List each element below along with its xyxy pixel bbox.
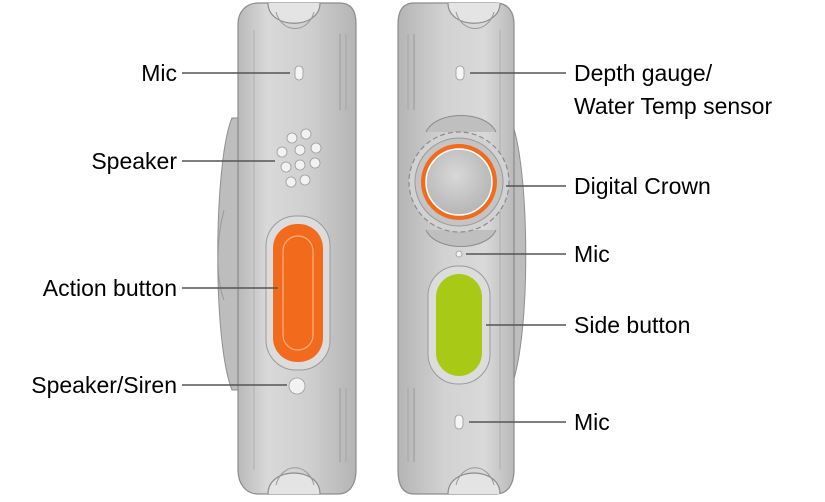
- label-speaker: Speaker: [91, 148, 177, 174]
- right-mic-lower-hole: [454, 414, 464, 430]
- label-mic-left: Mic: [141, 60, 177, 86]
- speaker-grille: [276, 128, 322, 188]
- label-mic-upper: Mic: [574, 241, 610, 267]
- label-mic-lower: Mic: [574, 409, 610, 435]
- siren-hole: [288, 377, 306, 395]
- depth-sensor-hole: [455, 65, 465, 81]
- right-mic-upper-hole: [455, 250, 463, 258]
- action-button: [265, 215, 331, 371]
- label-side-button: Side button: [574, 312, 691, 338]
- left-watch-side: [217, 2, 357, 495]
- label-digital-crown: Digital Crown: [574, 173, 711, 199]
- left-mic-hole: [294, 65, 304, 81]
- side-button: [427, 265, 491, 385]
- leader-lines: [182, 72, 566, 423]
- label-depth-gauge-line2: Water Temp sensor: [574, 93, 773, 119]
- digital-crown: [408, 131, 510, 233]
- label-depth-gauge-line1: Depth gauge/: [574, 60, 713, 86]
- label-speaker-siren: Speaker/Siren: [31, 372, 177, 398]
- right-watch-side: [397, 2, 527, 495]
- label-action-button: Action button: [42, 275, 177, 301]
